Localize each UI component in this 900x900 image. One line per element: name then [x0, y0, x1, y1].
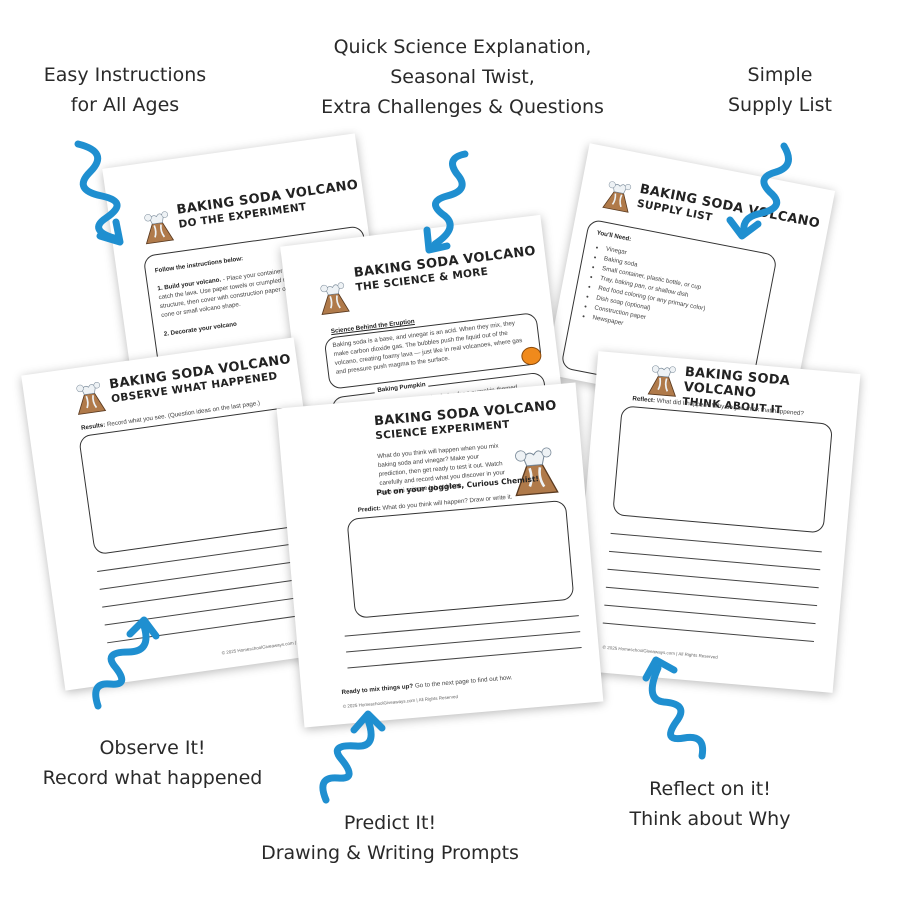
caption-science-explanation: Quick Science Explanation, Seasonal Twis…: [300, 32, 625, 122]
volcano-icon: [139, 207, 177, 245]
caption-line: Supply List: [728, 94, 832, 116]
reflect-box: [612, 405, 833, 534]
writing-line: [347, 647, 582, 669]
volcano-icon: [71, 378, 109, 416]
caption-line: Observe It!: [99, 737, 206, 759]
caption-supply-list: Simple Supply List: [700, 60, 860, 120]
page-title: Baking Soda Volcano Science Experiment: [373, 398, 558, 444]
caption-reflect: Reflect on it! Think about Why: [610, 774, 810, 834]
caption-line: Easy Instructions: [43, 64, 207, 86]
writing-line: [605, 586, 818, 607]
caption-line: Reflect on it!: [649, 778, 771, 800]
caption-observe: Observe It! Record what happened: [20, 733, 285, 793]
squiggle-arrow-icon: [92, 616, 160, 710]
caption-line: Quick Science Explanation,: [333, 36, 592, 58]
squiggle-arrow-icon: [74, 140, 124, 246]
results-box: [78, 406, 307, 556]
caption-predict: Predict It! Drawing & Writing Prompts: [250, 808, 530, 868]
think-page: Baking Soda Volcano Think About It Refle…: [570, 351, 861, 693]
squiggle-arrow-icon: [726, 142, 792, 240]
caption-line: for All Ages: [70, 94, 180, 116]
caption-line: Predict It!: [343, 812, 437, 834]
caption-line: Extra Challenges & Questions: [321, 96, 604, 118]
squiggle-arrow-icon: [319, 710, 386, 804]
writing-line: [608, 550, 821, 571]
squiggle-arrow-icon: [423, 150, 469, 254]
page-title: Baking Soda Volcano Do the Experiment: [176, 177, 362, 232]
caption-easy-instructions: Easy Instructions for All Ages: [25, 60, 225, 120]
writing-line: [610, 532, 822, 553]
volcano-icon: [599, 177, 637, 215]
caption-line: Simple: [747, 64, 813, 86]
caption-line: Record what happened: [42, 767, 263, 789]
predict-box: [346, 499, 575, 619]
writing-line: [102, 576, 316, 608]
volcano-icon: [315, 279, 353, 317]
squiggle-arrow-icon: [642, 656, 707, 760]
ready-text: Ready to mix things up? Go to the next p…: [341, 674, 513, 697]
writing-line: [99, 558, 313, 590]
caption-line: Drawing & Writing Prompts: [261, 842, 519, 864]
writing-line: [604, 604, 816, 625]
volcano-icon: [645, 361, 682, 398]
predict-page: Baking Soda Volcano Science Experiment W…: [276, 382, 604, 728]
writing-line: [607, 568, 819, 589]
caption-line: Seasonal Twist,: [390, 66, 535, 88]
caption-line: Think about Why: [629, 808, 791, 830]
writing-line: [602, 622, 814, 643]
